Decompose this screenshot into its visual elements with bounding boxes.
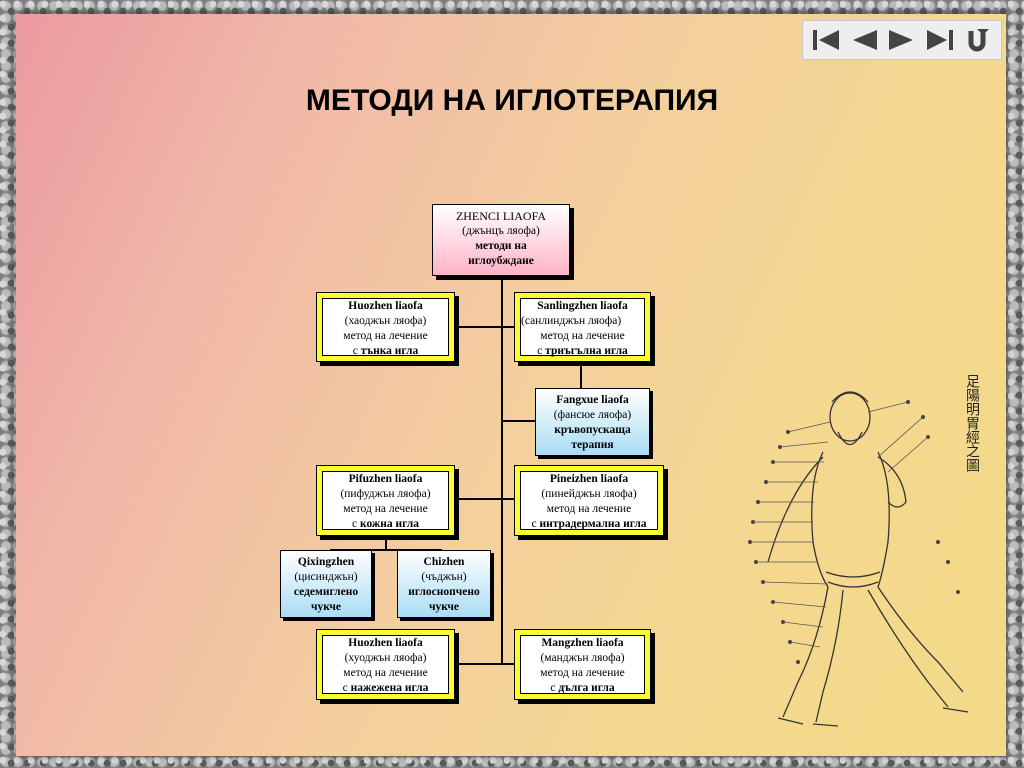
slide-background [16, 14, 1006, 756]
node-title: Qixingzhen [297, 556, 355, 568]
previous-slide-button[interactable] [847, 24, 881, 56]
node-title: Huozhen liaofa [348, 300, 423, 312]
node-needle: с нажежена игла [342, 682, 429, 694]
connector-pifu [455, 498, 515, 500]
node-transliteration: (пинейджън ляофа) [541, 488, 637, 500]
node-title: Huozhen liaofa [348, 637, 423, 649]
first-icon [813, 30, 839, 50]
connector-huozhen1 [455, 326, 515, 328]
node-desc: метод на лечение [343, 330, 428, 342]
node-desc: кръвопускаща [554, 424, 631, 436]
node-needle: с интрадермална игла [531, 518, 647, 530]
node-desc: седемиглено [293, 586, 359, 598]
last-icon [927, 30, 953, 50]
node-desc: иглоснопчено [408, 586, 480, 598]
node-transliteration: (хуоджън ляофа) [344, 652, 427, 664]
node-pineizhen: Pineizhen liaofa (пинейджън ляофа) метод… [514, 465, 664, 536]
node-huozhen-thin: Huozhen liaofa (хаоджън ляофа) метод на … [316, 292, 455, 362]
node-needle: с тънка игла [352, 345, 419, 357]
next-slide-button[interactable] [885, 24, 919, 56]
root-transliteration: (джънцъ ляофа) [462, 225, 540, 237]
slide-title: МЕТОДИ НА ИГЛОТЕРАПИЯ [305, 84, 719, 117]
node-qixingzhen: Qixingzhen (цисинджън) седемиглено чукче [280, 550, 372, 618]
node-pifuzhen: Pifuzhen liaofa (пифуджън ляофа) метод н… [316, 465, 455, 536]
node-huozhen-heated: Huozhen liaofa (хуоджън ляофа) метод на … [316, 629, 455, 700]
node-title: Pineizhen liaofa [549, 473, 629, 485]
connector-sanling-fangxue [580, 362, 582, 388]
prev-icon [853, 30, 877, 50]
connector-huozhen2 [455, 663, 515, 665]
node-title: Chizhen [423, 556, 465, 568]
node-title: Fangxue liaofa [556, 394, 629, 406]
connector-trunk [501, 276, 503, 665]
node-title: Sanlingzhen liaofa [537, 300, 628, 312]
svg-text:足陽明胃經之圖: 足陽明胃經之圖 [964, 374, 980, 472]
node-desc: метод на лечение [540, 330, 625, 342]
node-desc-2: чукче [310, 601, 341, 613]
connector-qixing-v [385, 536, 387, 550]
next-icon [889, 30, 913, 50]
node-transliteration: (фансюе ляофа) [553, 409, 632, 421]
node-transliteration: (чъджън) [421, 571, 467, 583]
connector-qixing-h [330, 549, 442, 551]
node-desc-2: терапия [571, 439, 614, 451]
node-transliteration: (хаоджън ляофа) [344, 315, 427, 327]
node-title: Mangzhen liaofa [541, 637, 624, 649]
node-needle: с дълга игла [550, 682, 615, 694]
node-desc: метод на лечение [540, 667, 625, 679]
node-fangxue: Fangxue liaofa (фансюе ляофа) кръвопуска… [535, 388, 650, 456]
first-slide-button[interactable] [809, 24, 843, 56]
root-desc-1: методи на [475, 240, 527, 252]
node-desc: метод на лечение [546, 503, 632, 515]
root-node: ZHENCI LIAOFA (джънцъ ляофа) методи на и… [432, 204, 570, 276]
node-needle: с кожна игла [352, 518, 419, 530]
node-needle: с триъгълна игла [537, 345, 628, 357]
node-title: Pifuzhen liaofa [348, 473, 423, 485]
acupuncture-meridian-figure: 足陽明胃經之圖 [748, 374, 980, 727]
node-transliteration: (цисинджън) [294, 571, 358, 583]
return-button[interactable] [961, 24, 995, 56]
root-desc-2: иглоубждане [468, 255, 534, 267]
node-sanlingzhen: Sanlingzhen liaofa (санлинджън ляофа) ме… [514, 292, 651, 362]
node-desc: метод на лечение [343, 667, 428, 679]
node-desc-2: чукче [428, 601, 459, 613]
return-icon [968, 29, 989, 52]
node-transliteration: (пифуджън ляофа) [340, 488, 431, 500]
last-slide-button[interactable] [923, 24, 957, 56]
slide-navigation [802, 20, 1002, 60]
node-desc: метод на лечение [343, 503, 428, 515]
node-transliteration: (санлинджън ляофа) [521, 315, 622, 327]
connector-fangxue [503, 420, 535, 422]
node-chizhen: Chizhen (чъджън) иглоснопчено чукче [397, 550, 491, 618]
node-transliteration: (манджън ляофа) [540, 652, 625, 664]
node-mangzhen: Mangzhen liaofa (манджън ляофа) метод на… [514, 629, 651, 700]
root-title: ZHENCI LIAOFA [455, 209, 547, 223]
